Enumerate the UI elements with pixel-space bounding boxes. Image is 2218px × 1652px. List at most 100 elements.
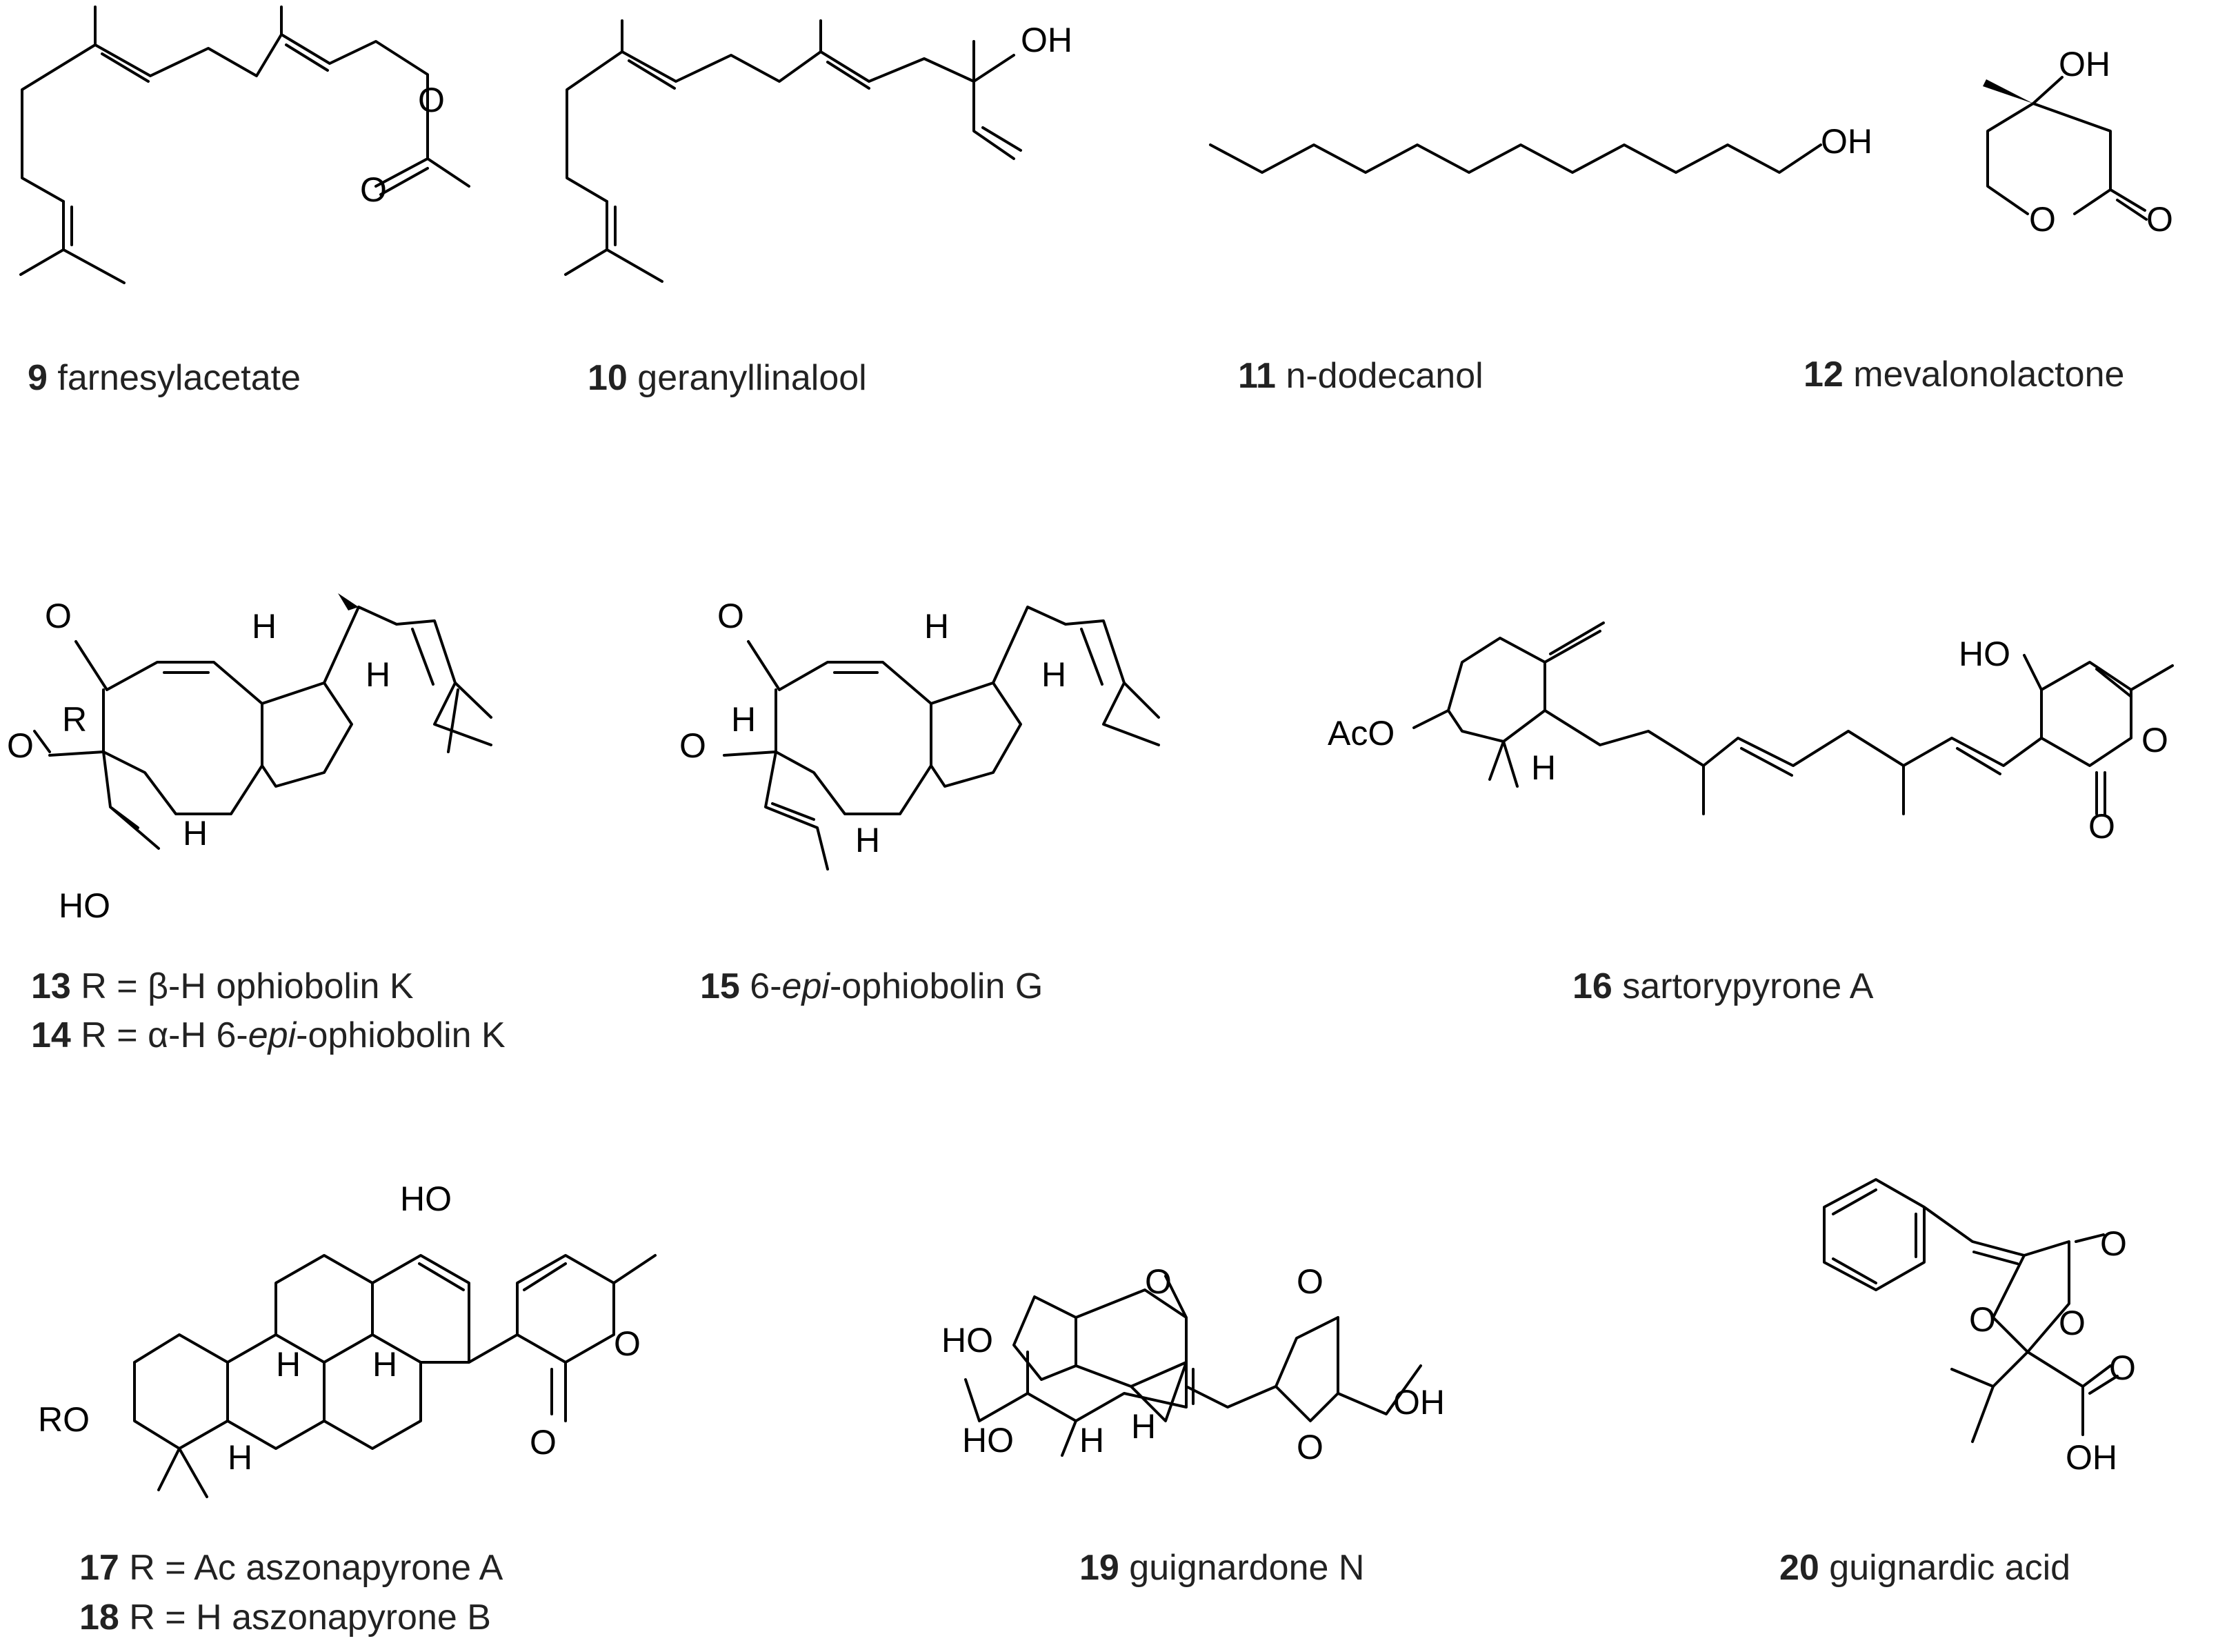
compound-name-part: 6- [750,966,781,1006]
atom-O: O [2109,1349,2136,1387]
atom-HO: HO [1959,635,2010,673]
svg-text:16 sartorypyrone A: 16 sartorypyrone A [1572,966,1874,1006]
compound-number: 13 [31,966,71,1006]
structure-guignardic-acid: O O O O OH [1823,1178,2136,1477]
compound-number: 18 [79,1598,119,1638]
atom-O: O [2088,807,2115,846]
atom-HO: HO [59,886,110,925]
label-n-dodecanol: 11 n-dodecanol [1238,356,1483,396]
atom-H: H [731,700,756,739]
label-ophiobolin-K: 13 R = β-H ophiobolin K 14 R = α-H 6-epi… [31,966,506,1055]
atom-H: H [1041,655,1066,694]
compound-number: 19 [1079,1548,1119,1588]
atom-H: H [924,607,949,646]
compound-name-part: aszonapyrone B [232,1598,491,1638]
structure-aszonapyrone: RO HO H H H O O [38,1180,657,1498]
atom-OH: OH [1393,1383,1445,1422]
atom-O: O [614,1324,641,1363]
compound-name: guignardic acid [1829,1548,2070,1588]
atom-HO: HO [941,1321,993,1360]
compound-number: 17 [79,1548,119,1588]
compound-name-part: R = α-H 6- [81,1015,248,1055]
compound-name-italic: epi [782,966,831,1006]
svg-text:13 R = β-H ophiobolin K: 13 R = β-H ophiobolin K [31,966,414,1006]
structure-sartorypyrone-A: AcO H HO O O [1328,621,2174,846]
atom-O: O [1297,1428,1323,1466]
atom-O: O [2141,721,2168,759]
label-guignardone-N: 19 guignardone N [1079,1548,1364,1588]
compound-name: sartorypyrone A [1622,966,1873,1006]
atom-H: H [252,607,277,646]
compound-name-part: R = Ac [129,1548,236,1588]
svg-text:20 guignardic acid: 20 guignardic acid [1779,1548,2070,1588]
atom-OH: OH [1021,21,1072,59]
atom-O: O [2059,1304,2086,1342]
atom-O: O [1145,1262,1172,1301]
atom-O: O [1297,1262,1323,1301]
svg-text:19 guignardone N: 19 guignardone N [1079,1548,1364,1588]
structure-ophiobolin-K: O O R H H H HO [7,593,492,925]
atom-R: R [62,700,87,739]
compound-name: n-dodecanol [1286,356,1483,396]
label-guignardic-acid: 20 guignardic acid [1779,1548,2070,1588]
atom-O: O [717,597,744,635]
compound-number: 14 [31,1015,71,1055]
svg-text:10 geranyllinalool: 10 geranyllinalool [588,358,867,398]
label-sartorypyrone-A: 16 sartorypyrone A [1572,966,1874,1006]
compound-name: R = β-H ophiobolin K [81,966,414,1006]
atom-O: O [530,1423,557,1462]
atom-O: O [7,726,34,765]
svg-text:9 farnesylacetate: 9 farnesylacetate [28,358,301,398]
atom-H: H [855,821,880,859]
compound-number: 9 [28,358,48,398]
atom-HO: HO [962,1421,1014,1460]
atom-O: O [2146,200,2173,239]
label-aszonapyrone: 17 R = Ac aszonapyrone A 18 R = H aszona… [79,1548,503,1638]
label-farnesylacetate: 9 farnesylacetate [28,358,301,398]
atom-H: H [276,1345,301,1384]
compound-name-part: R = H [129,1598,221,1638]
svg-text:11 n-dodecanol: 11 n-dodecanol [1238,356,1483,396]
compound-number: 15 [700,966,740,1006]
atom-H: H [1531,748,1556,787]
svg-text:18 R = H aszonapyrone B: 18 R = H aszonapyrone B [79,1598,491,1638]
atom-O: O [418,81,445,119]
atom-O: O [1969,1300,1996,1339]
compound-name-italic: epi [248,1015,297,1055]
compound-name-part: -ophiobolin K [296,1015,506,1055]
label-mevalonolactone: 12 mevalonolactone [1804,355,2124,395]
atom-O: O [679,726,706,765]
atom-AcO: AcO [1328,714,1395,753]
label-geranyllinalool: 10 geranyllinalool [588,358,867,398]
label-6-epi-ophiobolin-G: 15 6-epi-ophiobolin G [700,966,1043,1006]
structure-n-dodecanol: OH [1209,122,1872,174]
atom-OH: OH [2059,45,2110,83]
structure-6-epi-ophiobolin-G: O O H H H H [679,597,1160,870]
svg-text:17 R = Ac aszonapyrone A: 17 R = Ac aszonapyrone A [79,1548,503,1588]
compound-name: mevalonolactone [1853,355,2124,395]
compound-number: 20 [1779,1548,1819,1588]
atom-O: O [360,170,387,209]
svg-text:12 mevalonolactone: 12 mevalonolactone [1804,355,2124,395]
structure-guignardone-N: HO HO H H O O O OH [941,1262,1445,1466]
structure-farnesylacetate: O O [19,6,470,284]
compound-number: 11 [1238,356,1276,396]
compound-name: farnesylacetate [57,358,301,398]
structure-mevalonolactone: OH O O [1983,45,2173,239]
compound-name: guignardone N [1129,1548,1364,1588]
compound-number: 10 [588,358,628,398]
compound-name-part: -ophiobolin G [830,966,1043,1006]
atom-O: O [2029,200,2056,239]
compound-number: 16 [1572,966,1612,1006]
structure-geranyllinalool: OH [564,19,1072,283]
atom-H: H [228,1438,252,1477]
atom-H: H [183,814,208,853]
compound-number: 12 [1804,355,1844,395]
atom-H: H [372,1345,397,1384]
svg-text:14 R = α-H 6-epi-ophiobolin K: 14 R = α-H 6-epi-ophiobolin K [31,1015,506,1055]
compound-name: geranyllinalool [637,358,866,398]
atom-HO: HO [400,1180,452,1218]
atom-OH: OH [2066,1438,2117,1477]
atom-H: H [1079,1421,1104,1460]
